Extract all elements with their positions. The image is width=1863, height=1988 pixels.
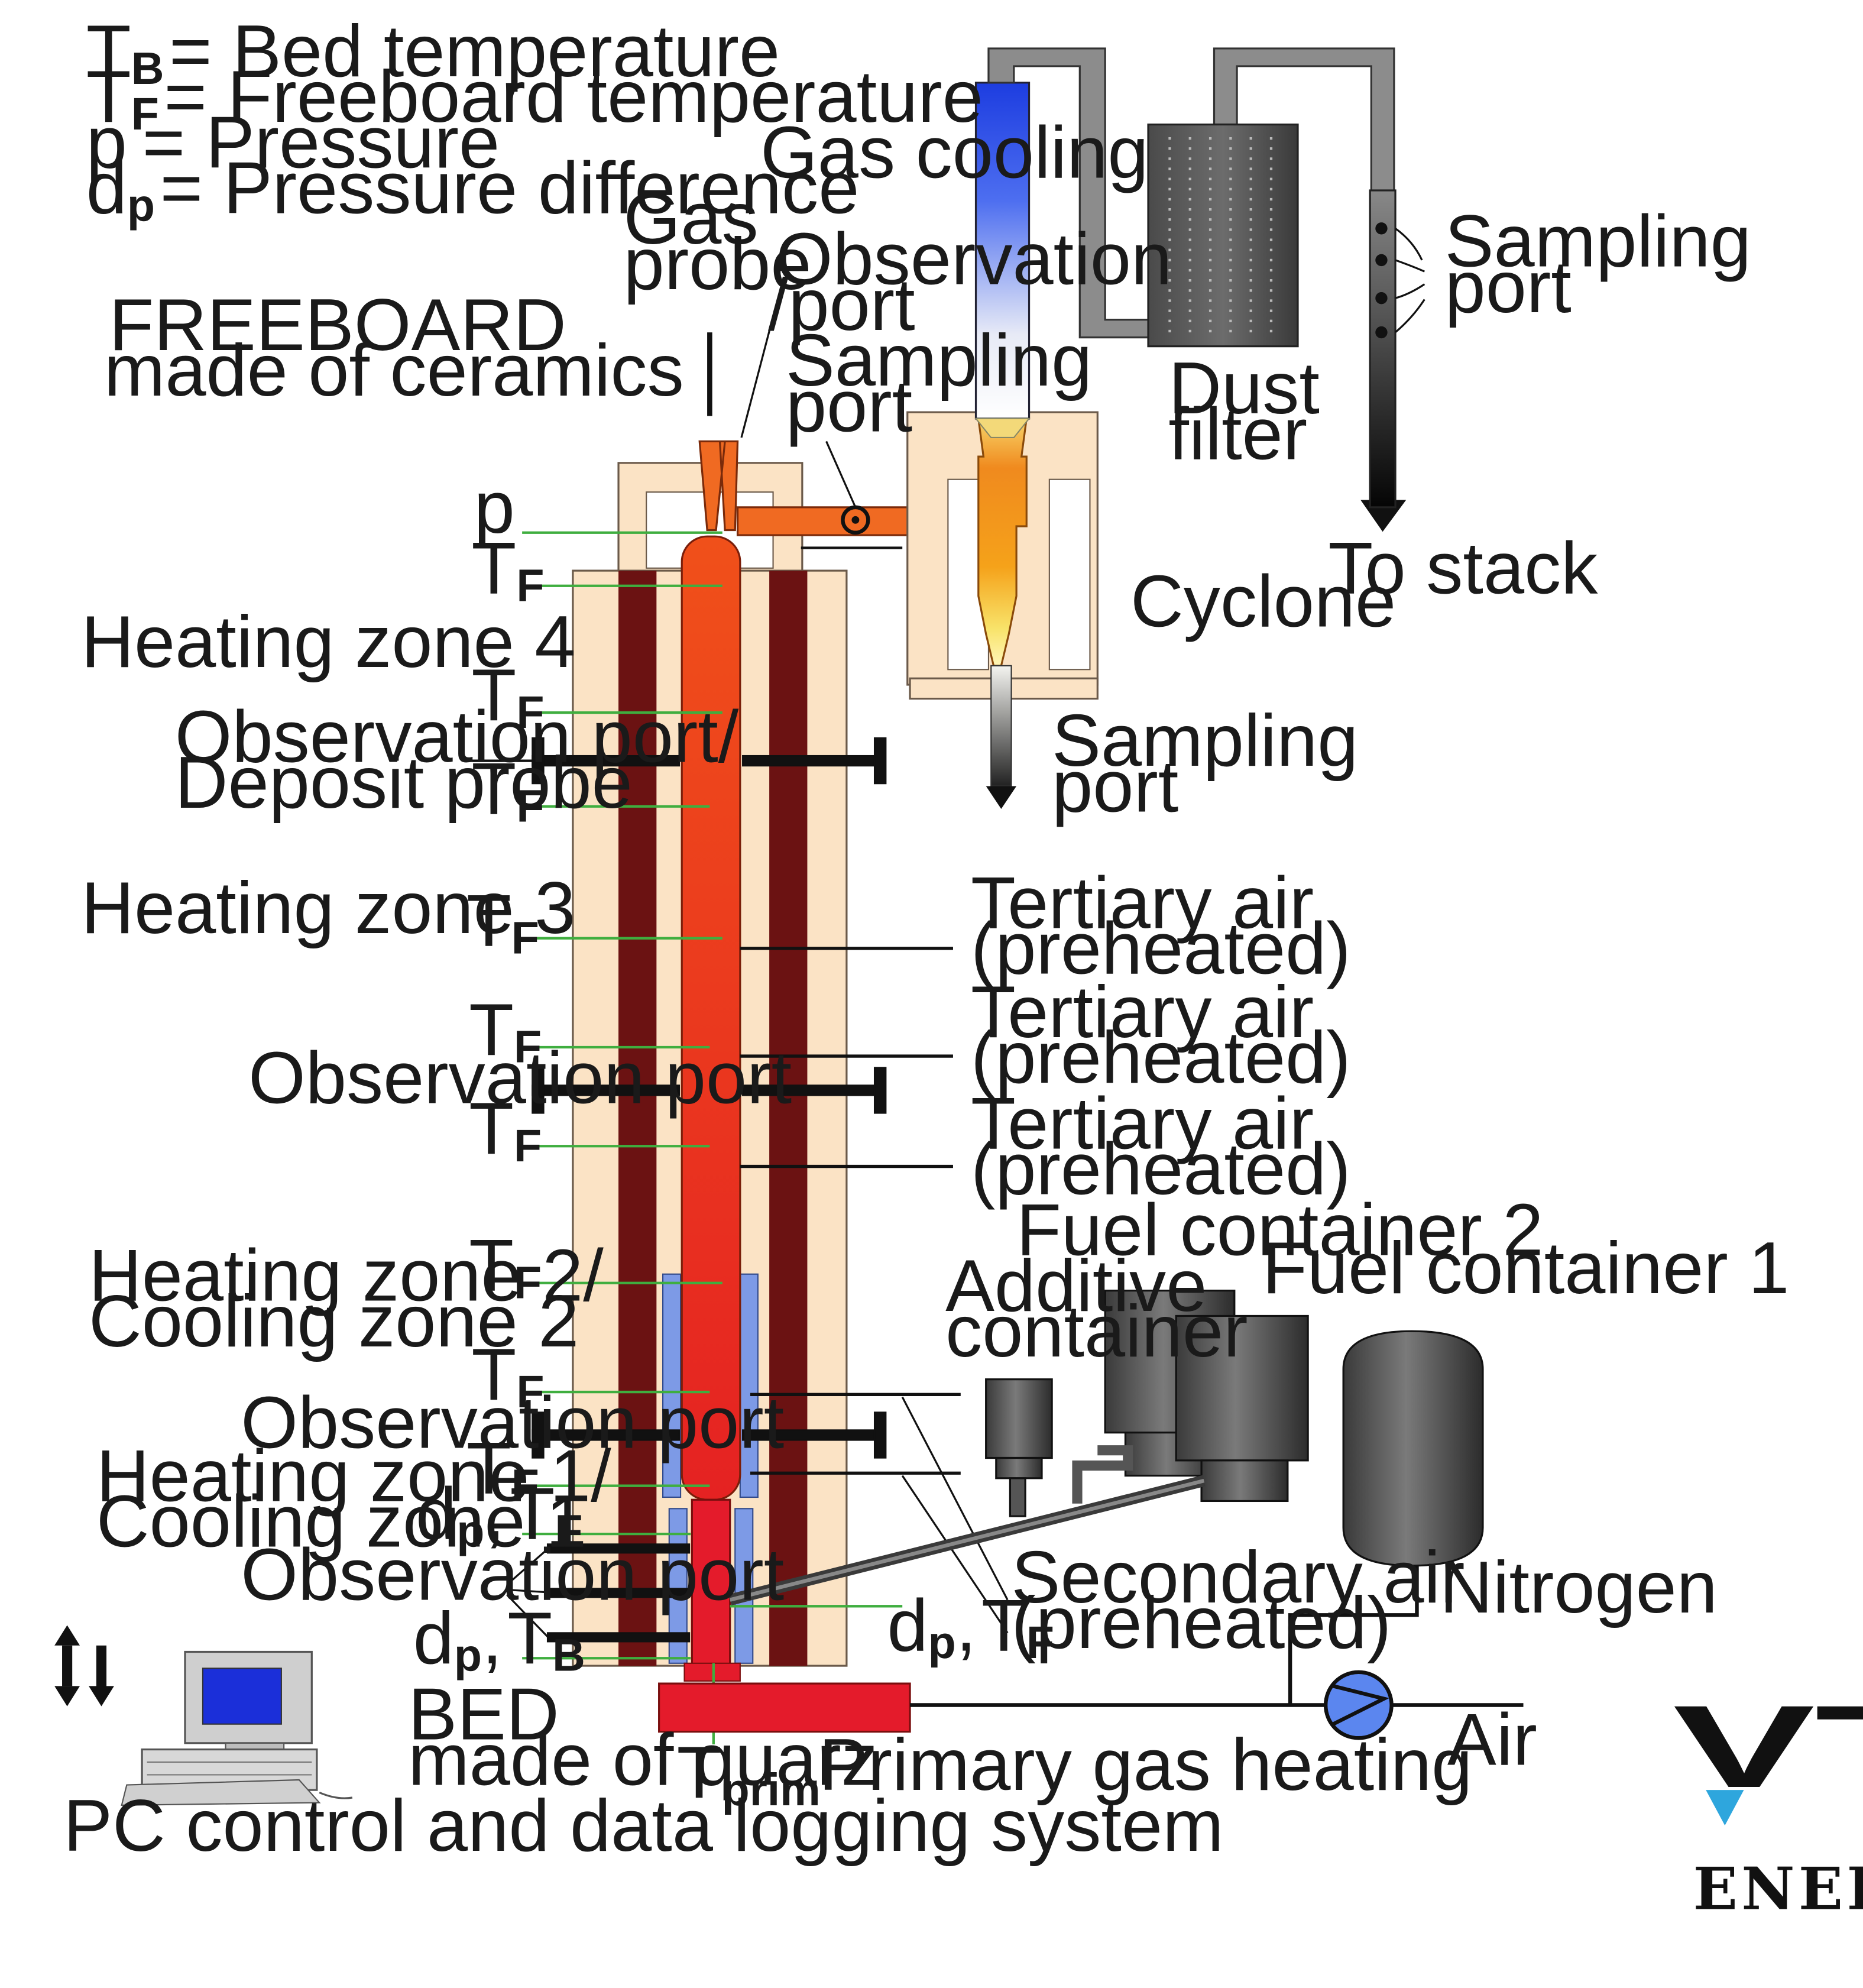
label-secondary-air: Secondary air [1012, 1536, 1465, 1618]
additive-container [985, 1378, 1053, 1459]
svg-text:dp= Pressure difference: dp= Pressure difference [86, 147, 860, 231]
gas-probe [698, 306, 777, 532]
cooling-jacket-1-right [734, 1508, 754, 1664]
nitrogen-tank [1342, 1330, 1484, 1567]
sensor-label-dp-tb: dp,TB [413, 1597, 585, 1681]
label-air: Air [1447, 1698, 1537, 1780]
sensor-label-tf-7: TF [469, 1225, 542, 1309]
vtt-logo: VTT ENERGY [1673, 1681, 1863, 1924]
label-heating-zone-3: Heating zone 3 [81, 867, 575, 949]
sensor-lines [522, 531, 903, 1744]
label-tertiary-air-1-sub: (preheated) [971, 908, 1351, 990]
label-to-stack: To stack [1328, 527, 1598, 610]
label-heating-zone-1-sub: Cooling zone 1 [96, 1481, 587, 1563]
label-observation-port-bottom: Observation port [241, 1534, 784, 1616]
label-heating-zone-1: Heating zone 1/ [96, 1435, 611, 1517]
stack-sampling-ports [1375, 222, 1425, 339]
sensor-label-tf-3: TF [471, 748, 544, 832]
label-heating-zone-2-sub: Cooling zone 2 [89, 1280, 579, 1362]
label-gas-probe: Gas [624, 177, 759, 260]
label-dust-filter-sub: filter [1168, 393, 1307, 475]
fuel-container-1 [1175, 1314, 1309, 1462]
label-tertiary-air-3-sub: (preheated) [971, 1128, 1351, 1210]
sensor-label-tf-2: TF [471, 654, 544, 738]
label-primary-gas-heating: Primary gas heating [819, 1724, 1473, 1806]
sensor-label-t-prim: Tprim [677, 1731, 821, 1815]
label-heating-zone-2: Heating zone 2/ [89, 1235, 604, 1317]
control-arrows [54, 1625, 114, 1707]
label-additive-container: Additive [945, 1245, 1207, 1327]
label-cyclone: Cyclone [1130, 560, 1396, 642]
primary-gas-heater [658, 1556, 1524, 1740]
vtt-logo-triangle [1706, 1790, 1744, 1826]
sensor-label-tf-4: TF [466, 880, 539, 964]
labels: FREEBOARD made of ceramics Gas probe Obs… [63, 112, 1789, 1867]
heater-right [769, 571, 808, 1666]
label-sampling-port-stack-sub: port [1445, 246, 1572, 328]
sensor-label-tf-9: TF [466, 1427, 539, 1511]
vtt-logo-wordmark: VTT [1673, 1681, 1863, 1812]
label-sampling-port-top: Sampling [786, 319, 1092, 402]
svg-text:p= Pressure: p= Pressure [86, 101, 500, 183]
svg-text:TF= Freeboard temperature: TF= Freeboard temperature [86, 56, 983, 140]
fuel-containers [728, 1289, 1309, 1605]
pc-computer [121, 1650, 353, 1806]
label-sampling-port-stack: Sampling [1445, 200, 1751, 283]
label-gas-cooling: Gas cooling [760, 112, 1148, 194]
bed-tube [691, 1498, 731, 1666]
label-dust-filter: Dust [1168, 347, 1320, 429]
observation-ports [532, 737, 887, 1643]
svg-text:TB= Bed temperature: TB= Bed temperature [86, 10, 780, 94]
label-observation-port-top-sub: /port [768, 264, 915, 346]
sensor-label-tf-6: TF [469, 1087, 542, 1171]
reactor-column [572, 462, 848, 1682]
label-sampling-port-top-sub: port [786, 365, 912, 447]
secondary-air-leaders [901, 1396, 1009, 1634]
sensor-label-tf-8: TF [471, 1333, 544, 1417]
sensor-label-dp-tf-left: dp,TF [416, 1473, 582, 1557]
sensor-label-tf-1: TF [471, 527, 544, 611]
reactor-tube [681, 535, 741, 1501]
label-freeboard: FREEBOARD [109, 284, 566, 366]
label-observation-port-low: Observation port [241, 1381, 784, 1464]
label-freeboard-sub: made of ceramics [104, 329, 684, 412]
label-bed: BED [408, 1673, 559, 1755]
label-tertiary-air-3: Tertiary air [971, 1083, 1314, 1165]
label-nitrogen: Nitrogen [1440, 1546, 1718, 1628]
label-fuel-container-2: Fuel container 2 [1016, 1189, 1543, 1271]
vtt-logo-subtitle: ENERGY [1693, 1855, 1863, 1924]
observation-port-leaders [506, 1548, 549, 1637]
exhaust-piping [987, 47, 1407, 532]
cyclone [906, 411, 1099, 810]
sensor-label-dp-tf-right: dp,TF [887, 1584, 1054, 1668]
label-observation-deposit: Observation port/ [175, 696, 739, 778]
air-inlets [740, 947, 961, 1475]
sensor-label-p: p [474, 467, 515, 549]
label-heating-zone-4: Heating zone 4 [81, 601, 575, 683]
legend: TB= Bed temperature TF= Freeboard temper… [86, 10, 983, 231]
label-secondary-air-sub: (preheated) [1012, 1582, 1392, 1664]
label-gas-probe-sub: probe [624, 223, 812, 305]
label-observation-port-top: Observation [776, 218, 1172, 300]
label-bed-sub: made of quarz [408, 1719, 878, 1801]
cooling-jacket-2-left [662, 1273, 682, 1498]
label-tertiary-air-2-sub: (preheated) [971, 1016, 1351, 1099]
dust-filter [1147, 123, 1299, 348]
label-sampling-port-cyclone: Sampling [1052, 700, 1358, 782]
label-observation-deposit-sub: Deposit probe [175, 742, 633, 824]
label-tertiary-air-2: Tertiary air [971, 971, 1314, 1053]
sensor-label-tf-5: TF [469, 989, 542, 1073]
label-pc-control: PC control and data logging system [63, 1785, 1223, 1867]
label-fuel-container-1: Fuel container 1 [1262, 1227, 1789, 1309]
label-additive-container-sub: container [945, 1290, 1248, 1372]
label-sampling-port-cyclone-sub: port [1052, 745, 1178, 827]
label-tertiary-air-1: Tertiary air [971, 862, 1314, 944]
label-observation-port-mid: Observation port [248, 1037, 792, 1119]
heater-left [618, 571, 657, 1666]
